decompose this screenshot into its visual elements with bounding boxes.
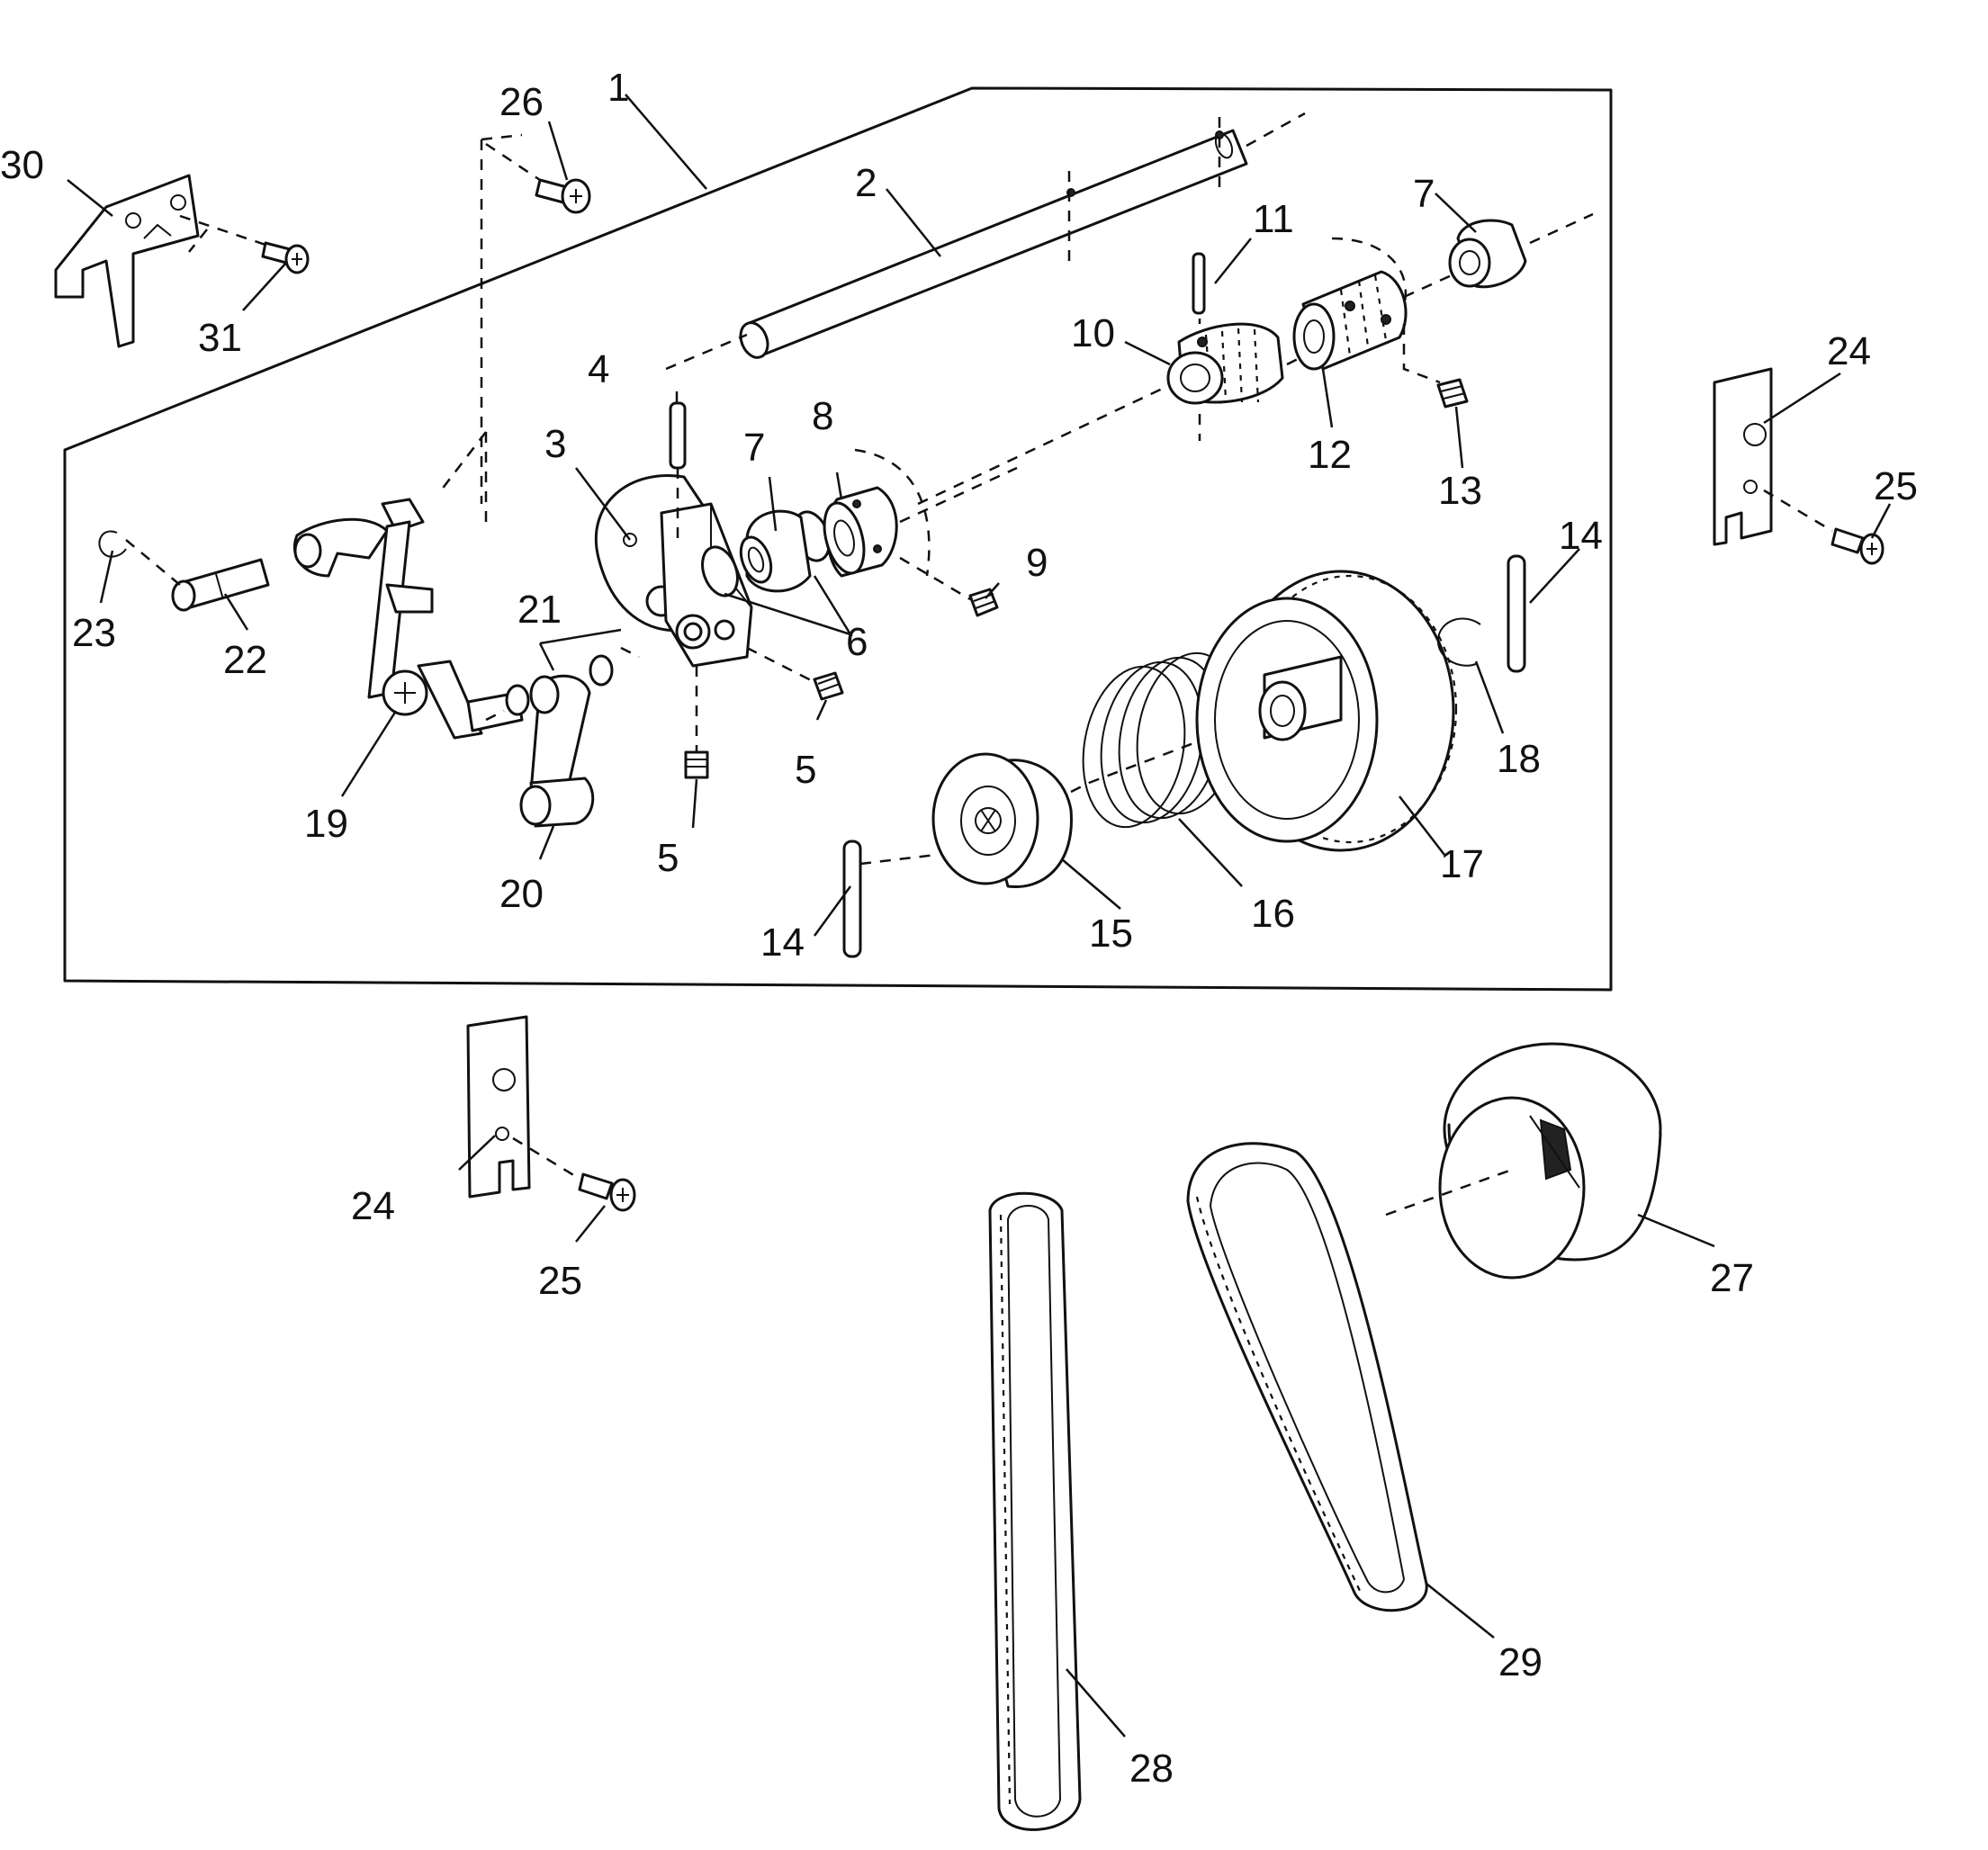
- e-ring-18: [1436, 617, 1481, 667]
- timing-belt-28: [988, 1191, 1082, 1831]
- shaft-pin-22: [171, 558, 270, 612]
- gear-10: [1166, 322, 1284, 405]
- callout-5-right: 5: [795, 748, 816, 792]
- main-shaft: [739, 129, 1248, 359]
- callout-28: 28: [1129, 1747, 1174, 1791]
- callout-22: 22: [223, 638, 267, 682]
- callout-24-bottom: 24: [351, 1184, 395, 1228]
- callout-4: 4: [588, 347, 609, 391]
- callout-7-left: 7: [743, 426, 765, 470]
- callout-13: 13: [1438, 469, 1482, 513]
- callout-7-right: 7: [1413, 172, 1435, 216]
- callout-20: 20: [499, 872, 544, 916]
- callout-30: 30: [0, 143, 44, 187]
- bracket-30: [54, 174, 200, 348]
- callout-24-right: 24: [1827, 329, 1871, 373]
- callout-27: 27: [1710, 1256, 1754, 1300]
- washer-21: [505, 654, 614, 716]
- pin-4: [669, 401, 687, 470]
- callout-14-bottom: 14: [760, 921, 805, 965]
- shaft-axis: [665, 112, 1306, 371]
- screw-26: [535, 178, 591, 214]
- callout-9: 9: [1026, 541, 1048, 585]
- pin-11: [1192, 252, 1206, 315]
- lever-linkage-19: [293, 498, 524, 740]
- set-screw-5-bottom: [684, 750, 709, 779]
- crank-block: [660, 502, 753, 668]
- callout-15: 15: [1089, 912, 1133, 956]
- callout-14-right: 14: [1559, 514, 1603, 558]
- callout-26: 26: [499, 80, 544, 124]
- callout-labels: 1 2 3 4 5 5 6 7 7 8 9 10 11 12 13 14 14 …: [0, 66, 1918, 1791]
- shaft-pin-axis: [1067, 117, 1221, 261]
- callout-8: 8: [812, 394, 833, 438]
- callout-17: 17: [1440, 842, 1484, 886]
- timing-belt-29: [1186, 1142, 1428, 1612]
- callout-1: 1: [607, 66, 629, 110]
- callout-6: 6: [846, 620, 868, 664]
- e-ring-23: [98, 530, 127, 558]
- callout-3: 3: [544, 422, 566, 466]
- callout-10: 10: [1071, 311, 1115, 355]
- cover-27: [1438, 1042, 1662, 1280]
- callout-25-right: 25: [1874, 464, 1918, 508]
- callout-25-bottom: 25: [538, 1259, 582, 1303]
- callout-18: 18: [1497, 737, 1541, 781]
- callout-16: 16: [1251, 892, 1295, 936]
- bracket-24-bottom: [466, 1015, 531, 1199]
- leader-lines: [67, 94, 1892, 1738]
- screw-25-bottom: [578, 1172, 636, 1212]
- coupling-12: [1292, 270, 1408, 371]
- callout-11: 11: [1253, 197, 1294, 241]
- callout-31: 31: [198, 316, 242, 360]
- set-screw-5-right: [813, 671, 844, 701]
- callout-29: 29: [1498, 1640, 1543, 1684]
- callout-23: 23: [72, 611, 116, 655]
- bracket-24-right: [1713, 367, 1773, 546]
- callout-19: 19: [304, 802, 348, 846]
- bushing-8: [823, 486, 898, 578]
- screw-31: [261, 241, 310, 274]
- screw-25-right: [1831, 527, 1885, 565]
- callout-5-bottom: 5: [657, 836, 679, 880]
- pulley-hub-15: [931, 752, 1073, 889]
- toothed-pulley-17: [1195, 570, 1458, 852]
- callout-12: 12: [1308, 433, 1352, 477]
- set-screw-9: [968, 588, 999, 617]
- set-screw-13: [1436, 378, 1469, 409]
- collar-7-left: [739, 509, 812, 593]
- callout-2: 2: [855, 161, 877, 205]
- assembly-boundary: [63, 86, 1613, 992]
- pin-14-right: [1507, 554, 1526, 673]
- collar-7-right: [1448, 219, 1527, 289]
- callout-21: 21: [517, 588, 562, 632]
- link-arm-20: [519, 674, 595, 828]
- pin-14-bottom: [842, 840, 862, 958]
